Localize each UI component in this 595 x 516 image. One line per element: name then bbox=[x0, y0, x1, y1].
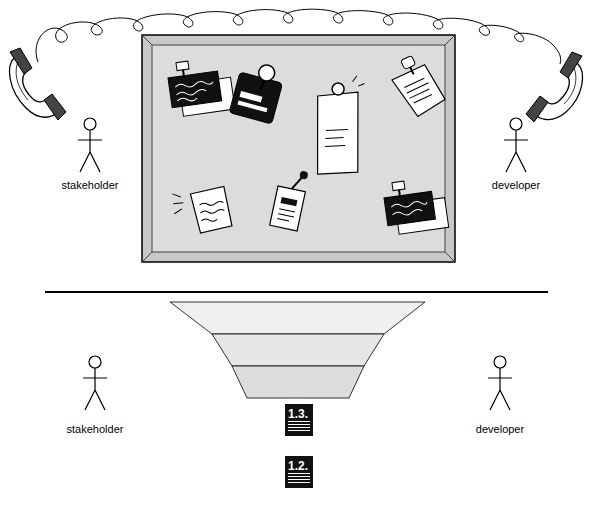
role-label: developer bbox=[476, 423, 524, 436]
stick-figure bbox=[504, 118, 528, 172]
role-label: stakeholder bbox=[62, 179, 119, 192]
pinned-card bbox=[382, 176, 449, 236]
pinned-note bbox=[172, 186, 232, 236]
telephone-handset bbox=[10, 48, 66, 120]
text-lines bbox=[288, 473, 310, 485]
section-number: 1.2. bbox=[285, 458, 308, 473]
stick-figure bbox=[83, 356, 107, 410]
stick-figure bbox=[78, 118, 102, 172]
text-lines bbox=[288, 421, 310, 433]
document-icon: 1.3. bbox=[285, 404, 313, 436]
section-number: 1.3. bbox=[285, 406, 308, 421]
pinned-card bbox=[229, 58, 286, 123]
telephone-handset bbox=[526, 52, 582, 122]
stick-figure bbox=[488, 356, 512, 410]
document-icon: 1.2. bbox=[285, 456, 313, 488]
divider-line bbox=[45, 291, 548, 293]
role-label: stakeholder bbox=[67, 423, 124, 436]
pinned-card bbox=[166, 56, 235, 118]
role-label: developer bbox=[492, 179, 540, 192]
pinned-note bbox=[386, 50, 447, 119]
pinned-note bbox=[314, 74, 365, 176]
funnel bbox=[170, 302, 425, 398]
pin-board bbox=[142, 35, 455, 262]
pinned-note bbox=[270, 166, 310, 231]
